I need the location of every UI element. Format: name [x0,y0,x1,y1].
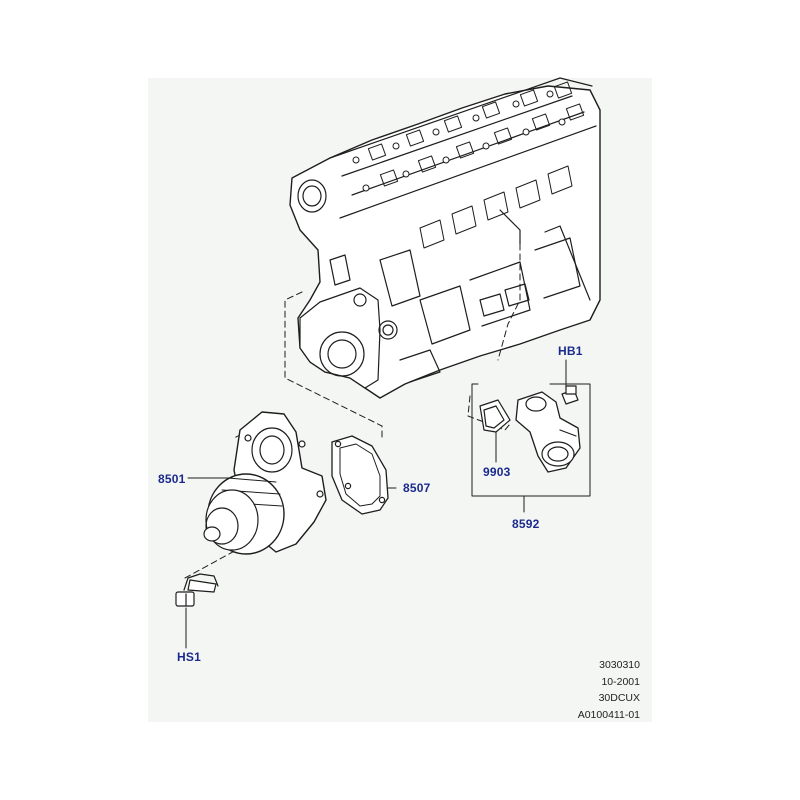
water-pump [203,411,327,555]
diagram-reference-block: 3030310 10-2001 30DCUX A0100411-01 [578,657,640,723]
callout-9903[interactable]: 9903 [483,465,511,479]
reference-line-3: 30DCUX [598,692,640,704]
callout-hb1[interactable]: HB1 [558,344,583,358]
engine-block [289,77,601,399]
reference-line-4: A0100411-01 [577,708,640,721]
reference-line-2: 10-2001 [601,675,640,688]
assembly-bracket-8592 [471,383,591,513]
thermostat-housing [479,385,581,473]
callout-8501[interactable]: 8501 [158,472,186,486]
callout-hs1[interactable]: HS1 [177,650,201,664]
callout-8507[interactable]: 8507 [403,481,431,495]
reference-line-1: 3030310 [599,659,640,671]
water-pump-gasket [331,435,389,515]
callout-8592[interactable]: 8592 [512,517,540,531]
leader-lines [185,359,567,649]
bolt [175,573,219,607]
